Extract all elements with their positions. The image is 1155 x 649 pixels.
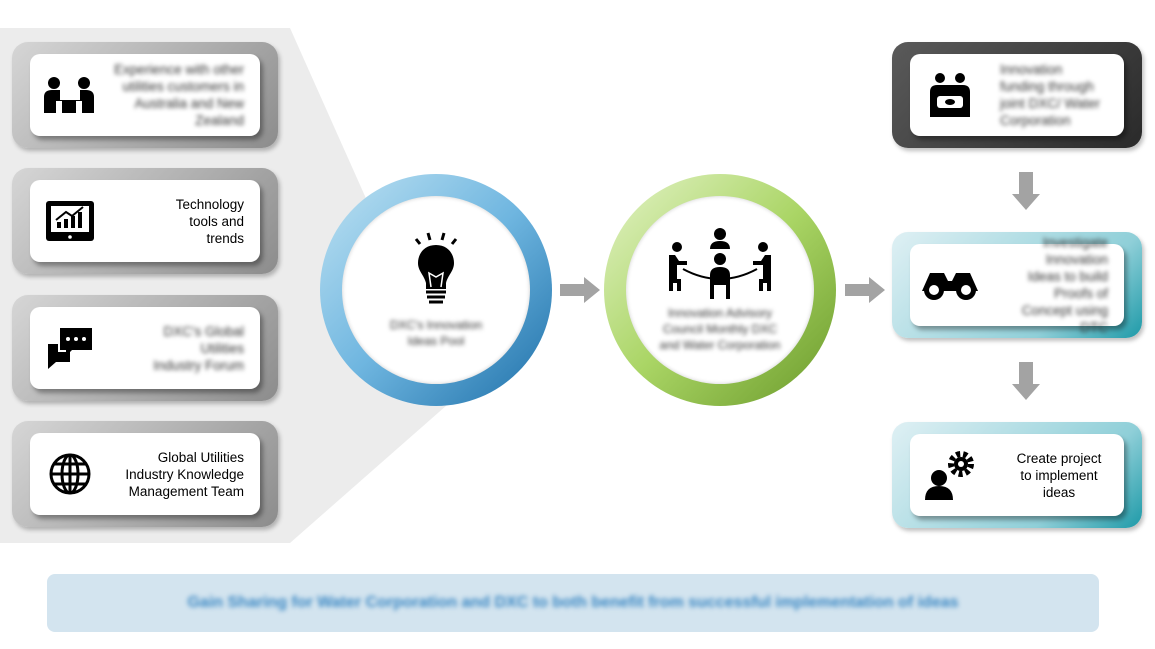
funding-people-icon <box>910 72 990 118</box>
arrow-right-icon <box>845 277 885 303</box>
lightbulb-icon <box>414 232 458 304</box>
input-text: Technology tools and trends <box>175 196 244 246</box>
arrow-right-icon <box>560 277 600 303</box>
person-gear-icon <box>910 450 990 500</box>
arrow-down-icon <box>1012 362 1040 400</box>
input-text: Experience with other utilities customer… <box>114 62 244 128</box>
circle-text: Innovation Advisory Council Monthly DXC … <box>659 306 781 352</box>
input-text: DXC's Global Utilities Industry Forum <box>153 323 244 373</box>
output-card-create-project: Create project to implement ideas <box>892 422 1142 528</box>
output-text: Innovation funding through joint DXC/ Wa… <box>1000 62 1101 128</box>
arrow-down-icon <box>1012 172 1040 210</box>
output-text: Create project to implement ideas <box>1016 450 1102 500</box>
globe-icon <box>30 452 110 496</box>
circle-text: DXC's Innovation Ideas Pool <box>389 318 483 348</box>
output-card-investigate: Investigate Innovation Ideas to build Pr… <box>892 232 1142 338</box>
banner-text: Gain Sharing for Water Corporation and D… <box>187 594 959 611</box>
ideas-pool-circle: DXC's Innovation Ideas Pool <box>320 174 552 406</box>
handshake-people-icon <box>30 75 110 115</box>
monitor-chart-icon <box>30 200 110 242</box>
input-card-technology: Technology tools and trends <box>12 168 278 274</box>
input-text: Global Utilities Industry Knowledge Mana… <box>125 449 244 499</box>
input-card-experience: Experience with other utilities customer… <box>12 42 278 148</box>
input-card-knowledge: Global Utilities Industry Knowledge Mana… <box>12 421 278 527</box>
chat-bubbles-icon <box>30 326 110 370</box>
gain-sharing-banner: Gain Sharing for Water Corporation and D… <box>47 574 1099 632</box>
binoculars-icon <box>910 269 990 301</box>
output-text: Investigate Innovation Ideas to build Pr… <box>1021 235 1108 335</box>
output-card-funding: Innovation funding through joint DXC/ Wa… <box>892 42 1142 148</box>
meeting-table-icon <box>669 228 771 299</box>
advisory-council-circle: Innovation Advisory Council Monthly DXC … <box>604 174 836 406</box>
input-card-forum: DXC's Global Utilities Industry Forum <box>12 295 278 401</box>
